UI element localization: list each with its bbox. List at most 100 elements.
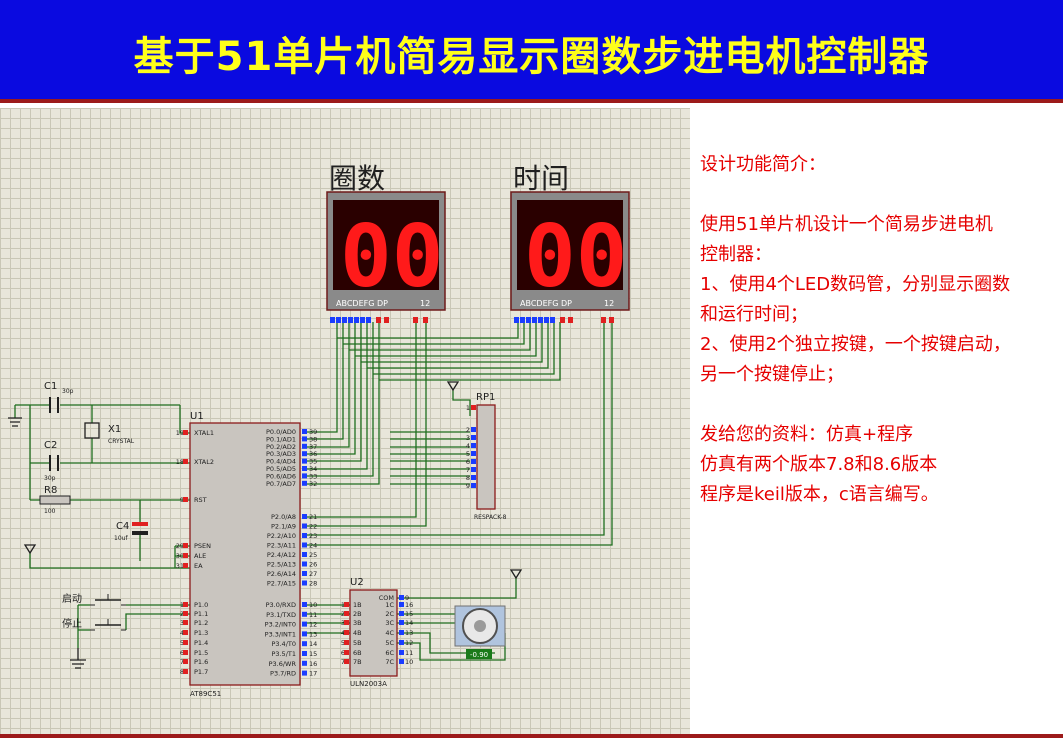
pin-label: 9 [466,482,470,490]
pin-label: 2 [466,426,470,434]
pin-marker [302,458,307,464]
pin-label: P2.4/A12 [267,551,296,559]
pin-label: 4 [341,629,345,637]
pin-label: 3B [353,619,362,627]
pin-marker [183,430,188,435]
pin-label: 8 [180,668,184,676]
pin-label: P0.6/AD6 [266,472,296,480]
pin-marker [183,659,188,664]
page-title: 基于51单片机简易显示圈数步进电机控制器 [133,34,930,80]
capacitor-c4: C4 10uf [114,521,148,542]
pin-marker [399,640,404,645]
pin-label: P3.5/T1 [271,650,296,658]
pin-marker [399,602,404,607]
pin-label: 1 [466,404,470,412]
pin-label: 1C [385,601,394,609]
pin-label: P3.7/RD [270,670,296,678]
title-banner: 基于51单片机简易显示圈数步进电机控制器 [0,0,1063,103]
pin-marker [471,435,476,440]
pin-marker [302,561,307,567]
pin-marker [471,443,476,448]
pin-label: 9 [405,594,409,602]
description-line: 2、使用2个独立按键，一个按键启动， [700,334,1011,355]
pin-marker [302,580,307,586]
svg-text:10uf: 10uf [114,535,128,542]
description-line: 控制器： [700,244,772,265]
pin-label: 3 [466,434,470,442]
pin-marker [302,533,307,538]
pin-label: P1.3 [194,629,208,637]
pin-marker [399,611,404,616]
pin-marker [302,660,307,666]
svg-text:U2: U2 [350,577,364,588]
pin-label: P2.3/A11 [267,542,296,550]
mcu-u1: U1 AT89C51 XTAL119XTAL218RST9PSEN29ALE30… [176,411,318,698]
pin-label: P1.4 [194,639,208,647]
pin-marker [302,571,307,576]
pin-marker [471,475,476,480]
pin-marker [302,436,307,442]
pin-marker [471,467,476,472]
pin-label: 27 [309,570,317,578]
pin-marker [183,620,188,625]
pin-label: ALE [194,552,206,560]
pin-marker [302,542,307,548]
pin-label: P3.6/WR [269,660,297,668]
pin-label: 15 [309,650,317,658]
pin-label: 24 [309,542,317,550]
pin-marker [302,631,307,637]
pin-marker [183,497,188,502]
start-button: 启动 [62,592,126,606]
svg-text:30p: 30p [62,388,74,395]
svg-text:停止: 停止 [62,617,82,630]
pin-label: P2.5/A13 [267,561,296,569]
pin-label: 4 [466,442,470,450]
pin-marker [344,650,349,655]
svg-text:RP1: RP1 [476,392,495,403]
pin-label: P0.5/AD5 [266,465,296,473]
svg-text:R8: R8 [44,485,57,496]
description-line: 另一个按键停止； [700,364,844,385]
pin-label: 12 [309,621,317,629]
description-panel: 设计功能简介： 使用51单片机设计一个简易步进电机控制器：1、使用4个LED数码… [700,150,1055,510]
pin-marker [344,620,349,625]
pin-marker [183,553,188,558]
pin-label: 7 [466,466,470,474]
stepper-motor: -0.90 [454,605,506,659]
capacitor-c1: C1 30p [44,381,74,413]
pin-label: P0.3/AD3 [266,450,296,458]
pin-label: 22 [309,523,317,531]
time-digits: 00 [524,207,628,307]
pin-marker [399,650,404,655]
pin-label: P0.0/AD0 [266,428,296,436]
pin-label: 10 [309,601,317,609]
pin-marker [183,563,188,568]
capacitor-c2: C2 30p [44,440,59,482]
pin-marker [399,595,404,600]
description-materials: 发给您的资料：仿真+程序仿真有两个版本7.8和8.6版本程序是keil版本，c语… [700,420,1055,510]
pin-marker [302,429,307,434]
description-line: 和运行时间； [700,304,808,325]
pin-label: P1.5 [194,649,208,657]
pin-label: P1.0 [194,601,208,609]
description-line: 程序是keil版本，c语言编写。 [700,484,939,505]
pin-label: 5B [353,639,362,647]
pin-marker [399,630,404,635]
pin-marker [344,659,349,664]
pin-marker [302,621,307,627]
pin-marker [302,514,307,519]
pin-label: 14 [405,619,413,627]
svg-text:C4: C4 [116,521,129,532]
pin-label: XTAL2 [194,458,214,466]
pin-label: 2C [385,610,394,618]
pin-label: P0.7/AD7 [266,480,296,488]
pin-marker [302,552,307,557]
pin-label: 34 [309,465,317,473]
pin-label: 7B [353,658,362,666]
pin-label: P3.1/TXD [266,611,296,619]
pin-label: 23 [309,532,317,540]
pin-label: 18 [176,458,184,466]
pin-label: P1.6 [194,658,208,666]
pin-marker [344,640,349,645]
